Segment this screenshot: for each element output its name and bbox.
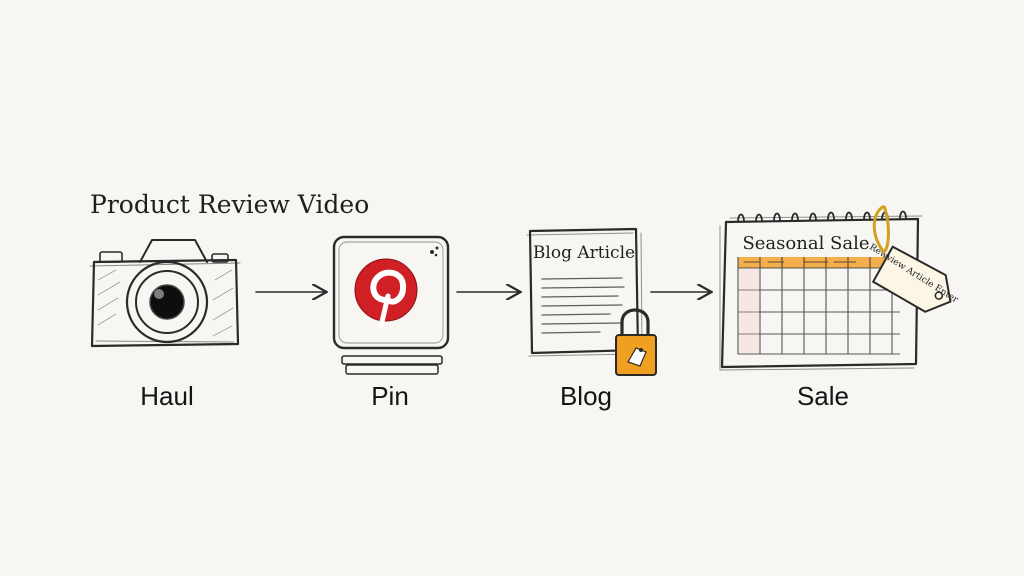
blog-card-title: Blog Article [533,243,635,263]
lock-icon [615,308,657,376]
tag-string [872,204,890,255]
calendar-icon [719,210,923,371]
step-label-sale: Sale [797,381,849,411]
step-label-haul: Haul [140,381,193,411]
calendar-title: Seasonal Sale [742,233,869,254]
pinterest-card [332,235,450,375]
diagram-title: Product Review Video [90,190,369,219]
pinterest-logo-icon [354,258,418,329]
price-tag-icon: Rewview Article Enter [867,242,960,313]
step-label-pin: Pin [371,381,409,411]
step-label-blog: Blog [560,381,612,411]
camera-icon [89,239,241,348]
